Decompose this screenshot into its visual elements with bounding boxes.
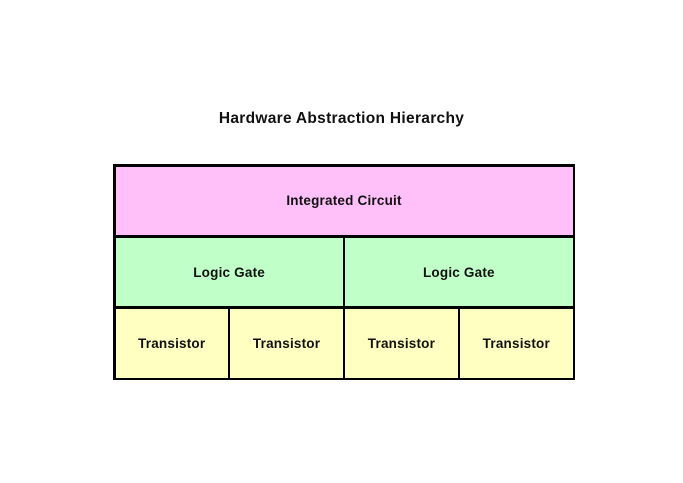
transistor-box-3: Transistor: [345, 308, 458, 378]
transistor-box-1: Transistor: [115, 308, 228, 378]
logic-gate-box-1: Logic Gate: [115, 237, 343, 307]
transistor-box-4: Transistor: [460, 308, 573, 378]
transistor-box-2: Transistor: [230, 308, 343, 378]
diagram-title: Hardware Abstraction Hierarchy: [218, 110, 465, 127]
logic-gate-box-2: Logic Gate: [345, 237, 573, 307]
hardware-hierarchy-diagram: Integrated Circuit Logic Gate Logic Gate…: [113, 164, 575, 380]
row-transistors: Transistor Transistor Transistor Transis…: [115, 308, 573, 378]
row-integrated-circuit: Integrated Circuit: [115, 166, 573, 236]
integrated-circuit-box: Integrated Circuit: [115, 166, 573, 236]
row-logic-gates: Logic Gate Logic Gate: [115, 237, 573, 307]
